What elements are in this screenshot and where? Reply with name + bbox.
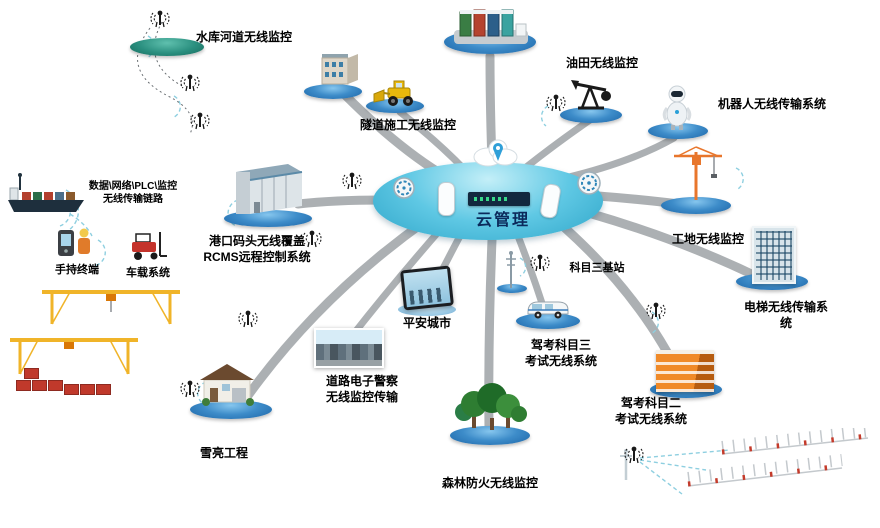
robot-icon — [662, 85, 692, 130]
signal-wave — [519, 257, 527, 277]
connector-robot — [561, 134, 678, 182]
platform-port — [224, 210, 312, 227]
label-site: 工地无线监控 — [671, 232, 745, 246]
signal-wave — [540, 105, 549, 127]
driving-course-fence-icon — [687, 428, 869, 487]
wireless-antenna-icon — [150, 10, 170, 28]
signal-wave — [227, 199, 239, 227]
safecity-tablet-icon — [400, 265, 454, 311]
platform-robot — [648, 123, 708, 139]
gantry-crane-icon — [10, 338, 138, 375]
marker-pole-icon — [620, 449, 632, 480]
wireless-antenna-icon — [546, 94, 566, 112]
platform-factory — [304, 84, 362, 99]
forest-trees-icon — [455, 383, 527, 430]
wireless-antenna-icon — [646, 302, 666, 320]
connector-port — [293, 195, 387, 209]
signal-wave — [735, 167, 744, 191]
cloud-management-label: 云管理 — [475, 212, 531, 229]
platform-crane — [661, 197, 731, 214]
wireless-antenna-icon — [530, 254, 550, 272]
base-station-pole-icon — [506, 251, 516, 288]
cloud-pin-icon — [473, 139, 518, 167]
platform-base-station — [497, 284, 527, 293]
connector-sharp-eyes — [237, 217, 429, 409]
platform-forest — [450, 426, 530, 445]
signal-wave — [649, 311, 659, 335]
oil-pumpjack-icon — [571, 80, 611, 110]
label-subject3: 驾考科目三 考试无线系统 — [524, 338, 598, 368]
factory-building-icon — [321, 54, 358, 85]
wireless-antenna-icon — [302, 230, 322, 248]
label-elevator: 电梯无线传输系统 — [743, 300, 828, 330]
wireless-antenna-icon — [238, 310, 258, 328]
gantry-crane-icon — [42, 290, 180, 325]
connector-elevator — [587, 209, 773, 287]
signal-wave — [171, 95, 181, 119]
gauge-device-icon — [393, 177, 415, 199]
label-forest: 森林防火无线监控 — [441, 476, 539, 490]
tower-crane-icon — [674, 146, 722, 200]
label-vehicle-system: 车载系统 — [126, 267, 170, 279]
wireless-antenna-icon — [180, 380, 200, 398]
container-stack-icon — [64, 384, 114, 396]
road-city-photo-icon — [314, 328, 384, 368]
driving-school-building-icon — [656, 350, 714, 392]
platform-oilfield — [560, 107, 622, 123]
platform-subject3 — [516, 313, 580, 329]
forklift-icon — [132, 232, 167, 260]
exam-van-icon — [527, 301, 569, 319]
elevator-building-icon — [752, 226, 796, 284]
signal-wave — [65, 189, 80, 233]
label-reservoir: 水库河道无线监控 — [195, 30, 293, 44]
label-subject2: 驾考科目二 考试无线系统 — [614, 396, 688, 426]
house-icon — [200, 364, 254, 406]
label-oilfield: 油田无线监控 — [565, 56, 639, 70]
connector-oilfield — [521, 116, 594, 172]
handheld-terminal-icon — [58, 228, 90, 256]
container-stack-icon — [16, 368, 66, 392]
connector-police — [348, 226, 444, 340]
label-robot: 机器人无线传输系统 — [718, 97, 827, 111]
signal-wave — [145, 35, 155, 59]
loader-icon — [373, 80, 413, 106]
access-point-icon — [438, 182, 455, 216]
label-safecity: 平安城市 — [402, 316, 452, 330]
truck-depot-icon — [454, 9, 528, 44]
wireless-antenna-icon — [624, 446, 644, 464]
signal-wave — [639, 461, 683, 495]
port-warehouse-icon — [236, 164, 303, 214]
wireless-antenna-icon — [190, 112, 210, 130]
label-port: 港口码头无线覆盖 RCMS远程控制系统 — [203, 234, 311, 264]
label-sharp-eyes: 雪亮工程 — [199, 446, 249, 460]
signal-wave — [639, 449, 731, 459]
gauge-device-icon — [577, 171, 601, 195]
label-plc-link: 数据\网络\PLC\监控 无线传输链路 — [88, 181, 178, 205]
cargo-ship-icon — [8, 173, 84, 212]
signal-wave — [69, 213, 93, 237]
platform-reservoir — [130, 38, 204, 56]
wireless-antenna-icon — [342, 172, 362, 190]
label-handheld: 手持终端 — [55, 264, 99, 276]
label-tunnel: 隧道施工无线监控 — [359, 118, 457, 132]
network-switch-icon — [468, 192, 530, 206]
wireless-antenna-icon — [180, 74, 200, 92]
label-police: 道路电子警察 无线监控传输 — [325, 374, 399, 404]
label-subject3-base: 科目三基站 — [569, 262, 625, 274]
signal-wave — [93, 239, 106, 267]
